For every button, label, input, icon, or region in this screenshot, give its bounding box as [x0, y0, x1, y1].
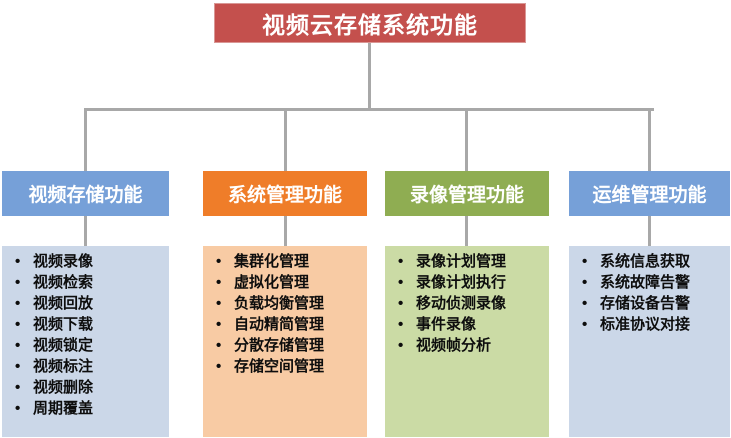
list-item: 系统故障告警 — [569, 272, 728, 293]
feature-list-box-video-storage: 视频录像视频检索视频回放视频下载视频锁定视频标注视频删除周期覆盖 — [2, 246, 169, 437]
list-item: 系统信息获取 — [569, 251, 728, 272]
connector-stub-3 — [465, 216, 468, 246]
connector-stub-1 — [84, 216, 87, 246]
list-item: 集群化管理 — [203, 251, 365, 272]
diagram-title: 视频云存储系统功能 — [214, 3, 526, 43]
connector-root-vertical — [368, 43, 371, 108]
feature-list: 录像计划管理录像计划执行移动侦测录像事件录像视频帧分析 — [385, 246, 549, 356]
list-item: 存储设备告警 — [569, 293, 728, 314]
feature-list-box-recording-management: 录像计划管理录像计划执行移动侦测录像事件录像视频帧分析 — [385, 246, 549, 437]
connector-drop-4 — [648, 108, 651, 171]
list-item: 视频帧分析 — [385, 335, 547, 356]
category-header-operations-management: 运维管理功能 — [569, 171, 730, 216]
list-item: 周期覆盖 — [2, 398, 167, 419]
list-item: 视频检索 — [2, 272, 167, 293]
category-header-recording-management: 录像管理功能 — [385, 171, 549, 216]
list-item: 存储空间管理 — [203, 356, 365, 377]
feature-list: 集群化管理虚拟化管理负载均衡管理自动精简管理分散存储管理存储空间管理 — [203, 246, 367, 377]
list-item: 自动精简管理 — [203, 314, 365, 335]
connector-stub-2 — [284, 216, 287, 246]
connector-drop-1 — [84, 108, 87, 171]
feature-list: 视频录像视频检索视频回放视频下载视频锁定视频标注视频删除周期覆盖 — [2, 246, 169, 419]
feature-list-box-system-management: 集群化管理虚拟化管理负载均衡管理自动精简管理分散存储管理存储空间管理 — [203, 246, 367, 437]
category-header-system-management: 系统管理功能 — [203, 171, 367, 216]
list-item: 录像计划执行 — [385, 272, 547, 293]
list-item: 视频录像 — [2, 251, 167, 272]
feature-list: 系统信息获取系统故障告警存储设备告警标准协议对接 — [569, 246, 730, 335]
connector-horizontal-branch — [84, 108, 654, 111]
list-item: 虚拟化管理 — [203, 272, 365, 293]
list-item: 标准协议对接 — [569, 314, 728, 335]
list-item: 事件录像 — [385, 314, 547, 335]
list-item: 视频回放 — [2, 293, 167, 314]
list-item: 负载均衡管理 — [203, 293, 365, 314]
list-item: 分散存储管理 — [203, 335, 365, 356]
list-item: 视频下载 — [2, 314, 167, 335]
list-item: 移动侦测录像 — [385, 293, 547, 314]
feature-list-box-operations-management: 系统信息获取系统故障告警存储设备告警标准协议对接 — [569, 246, 730, 437]
category-header-video-storage: 视频存储功能 — [2, 171, 169, 216]
list-item: 视频锁定 — [2, 335, 167, 356]
connector-drop-2 — [284, 108, 287, 171]
connector-stub-4 — [648, 216, 651, 246]
list-item: 视频删除 — [2, 377, 167, 398]
list-item: 视频标注 — [2, 356, 167, 377]
list-item: 录像计划管理 — [385, 251, 547, 272]
connector-drop-3 — [465, 108, 468, 171]
